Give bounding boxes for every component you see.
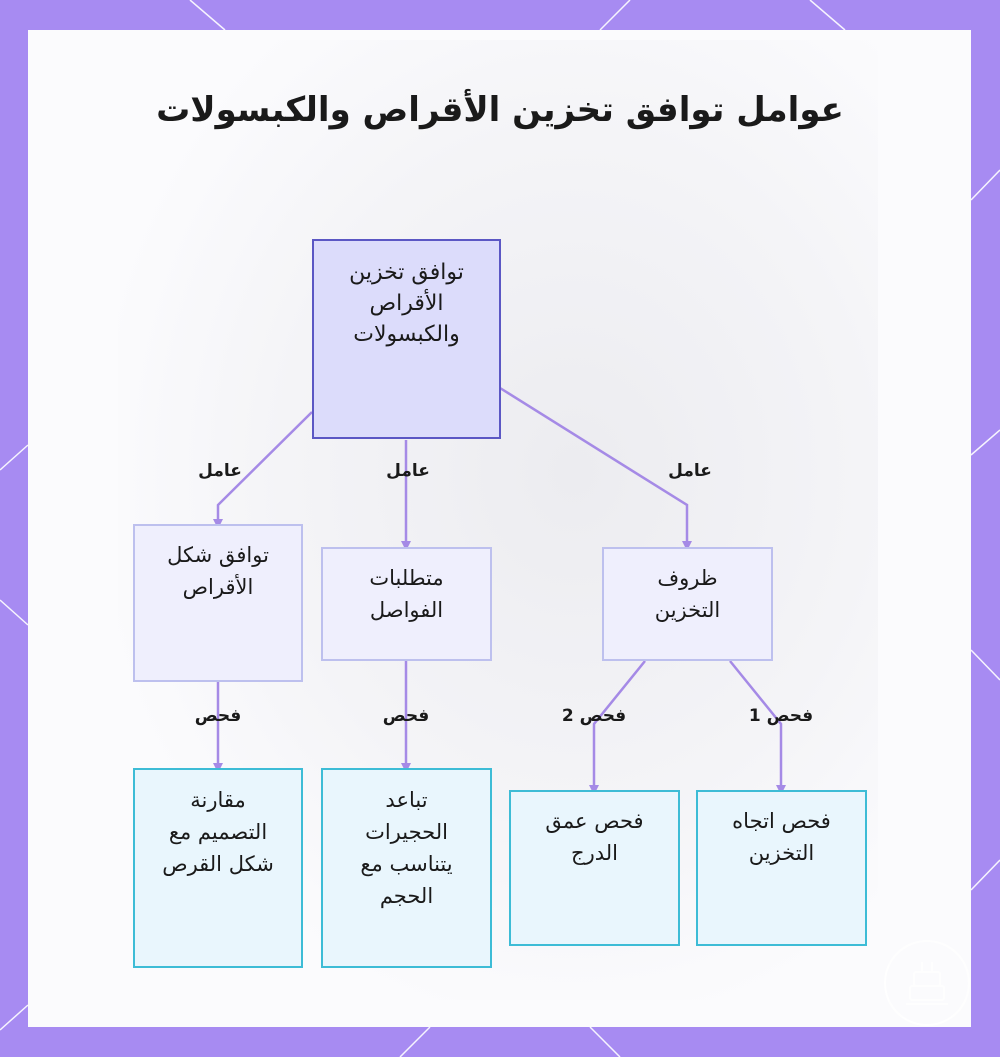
edge-label-conditions-depth: فحص 2: [561, 706, 627, 726]
node-dividers: متطلبات الفواصل: [321, 547, 492, 661]
node-orientation: فحص اتجاه التخزين: [696, 790, 867, 946]
node-root: توافق تخزين الأقراص والكبسولات: [312, 239, 501, 439]
edge-label-root-shape: عامل: [198, 461, 242, 481]
node-conditions-label: ظروف التخزين: [654, 566, 721, 622]
edge-root-conditions: [499, 386, 692, 551]
edge-conditions-depth: [589, 660, 646, 795]
node-conditions: ظروف التخزين: [602, 547, 773, 661]
edge-label-shape-compare: فحص: [194, 706, 242, 726]
node-depth: فحص عمق الدرج: [509, 790, 680, 946]
edge-label-root-conditions: عامل: [668, 461, 712, 481]
diagram-title: عوامل توافق تخزين الأقراص والكبسولات: [156, 90, 844, 130]
node-shape-label: توافق شكل الأقراص: [167, 543, 269, 599]
node-depth-label: فحص عمق الدرج: [545, 809, 644, 865]
logo-icon: [884, 940, 970, 1026]
node-root-label: توافق تخزين الأقراص والكبسولات: [349, 260, 464, 347]
node-dividers-label: متطلبات الفواصل: [369, 566, 444, 622]
node-spacing: تباعد الحجيرات يتناسب مع الحجم: [321, 768, 492, 968]
node-compare: مقارنة التصميم مع شكل القرص: [133, 768, 303, 968]
edge-label-dividers-spacing: فحص: [382, 706, 430, 726]
node-orientation-label: فحص اتجاه التخزين: [732, 809, 831, 865]
edge-label-conditions-orientation: فحص 1: [748, 706, 814, 726]
edge-label-root-dividers: عامل: [386, 461, 430, 481]
node-shape: توافق شكل الأقراص: [133, 524, 303, 682]
node-spacing-label: تباعد الحجيرات يتناسب مع الحجم: [360, 788, 453, 908]
edge-root-shape: [213, 411, 313, 529]
edge-conditions-orientation: [729, 660, 786, 795]
node-compare-label: مقارنة التصميم مع شكل القرص: [162, 788, 274, 876]
